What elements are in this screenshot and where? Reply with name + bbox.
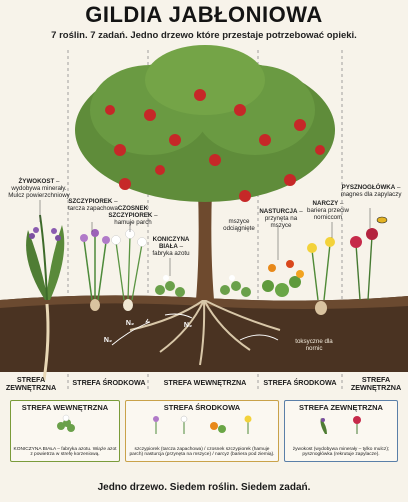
label-aphids: mszyce odciągnięte xyxy=(223,218,255,232)
clover-icon xyxy=(57,414,75,432)
footer-tagline: Jedno drzewo. Siedem roślin. Siedem zada… xyxy=(97,482,311,493)
legend-heading: STREFA ZEWNĘTRZNA xyxy=(299,403,383,412)
label-nasturtium: NASTURCJA – przynęta na mszyce xyxy=(259,208,303,229)
apples xyxy=(105,89,325,202)
daffodil-plant xyxy=(307,237,335,315)
nitrogen-label: N₂ xyxy=(125,320,135,327)
zone-label-outer-right: STREFA ZEWNĘTRZNA xyxy=(350,375,402,392)
zone-label-inner: STREFA WEWNĘTRZNA xyxy=(163,378,247,387)
guild-illustration xyxy=(0,45,408,390)
label-garlic-chives: CZOSNEK SZCZYPIOREK – hamuje parch xyxy=(108,205,158,226)
page-subtitle: 7 roślin. 7 zadań. Jedno drzewo które pr… xyxy=(51,30,357,41)
nasturtium-plant xyxy=(262,260,304,297)
label-clover: KONICZYNA BIAŁA – fabryka azotu xyxy=(152,236,190,257)
legend-heading: STREFA ŚRODKOWA xyxy=(163,403,241,412)
zone-label-outer-left: STREFA ZEWNĘTRZNA xyxy=(5,375,57,392)
chives-plant xyxy=(80,229,110,311)
bee-balm-plant xyxy=(350,216,388,301)
tree-roots xyxy=(129,299,281,366)
label-daffodil: NARCZY – bariera przeciw norniccom xyxy=(307,200,349,221)
legend-text: żywokost (wydobywa minerały – tylko mulc… xyxy=(292,446,390,458)
nitrogen-label: N₂ xyxy=(103,337,113,344)
comfrey-plant xyxy=(26,214,65,381)
clover-plants xyxy=(155,275,251,297)
legend-text: KONICZYNA BIAŁA – fabryka azotu. Wiąże a… xyxy=(13,446,117,458)
legend-heading: STREFA WEWNĘTRZNA xyxy=(21,403,109,412)
outer-zone-plants-icon xyxy=(320,416,361,434)
label-vole-toxic: toksyczne dla nornic xyxy=(295,338,333,352)
legend-text: szczypiorek (tarcza zapachowa) / czosnek… xyxy=(129,446,275,458)
legend-outer-zone: STREFA ZEWNĘTRZNA żywokost (wydobywa min… xyxy=(284,400,398,462)
page-title: GILDIA JABŁONIOWA xyxy=(85,2,323,27)
zone-label-middle-right: STREFA ŚRODKOWA xyxy=(263,378,337,387)
legend-middle-zone: STREFA ŚRODKOWA szczypiorek (tarcza zapa… xyxy=(125,400,279,462)
garlic-chives-plant xyxy=(111,229,147,311)
middle-zone-plants-icon xyxy=(153,415,252,434)
label-comfrey: ŻYWOKOST – wydobywa minerały. Mulcz powi… xyxy=(8,178,70,199)
zone-label-middle-left: STREFA ŚRODKOWA xyxy=(72,378,146,387)
legend-inner-zone: STREFA WEWNĘTRZNA KONICZYNA BIAŁA – fabr… xyxy=(10,400,120,462)
label-chives: SZCZYPIOREK – tarcza zapachowa xyxy=(68,198,118,212)
label-bee-balm: PYSZNOGŁÓWKA – magnes dla zapylaczy xyxy=(340,184,402,198)
nitrogen-label: N₂ xyxy=(183,322,193,329)
tree-trunk xyxy=(196,190,214,300)
